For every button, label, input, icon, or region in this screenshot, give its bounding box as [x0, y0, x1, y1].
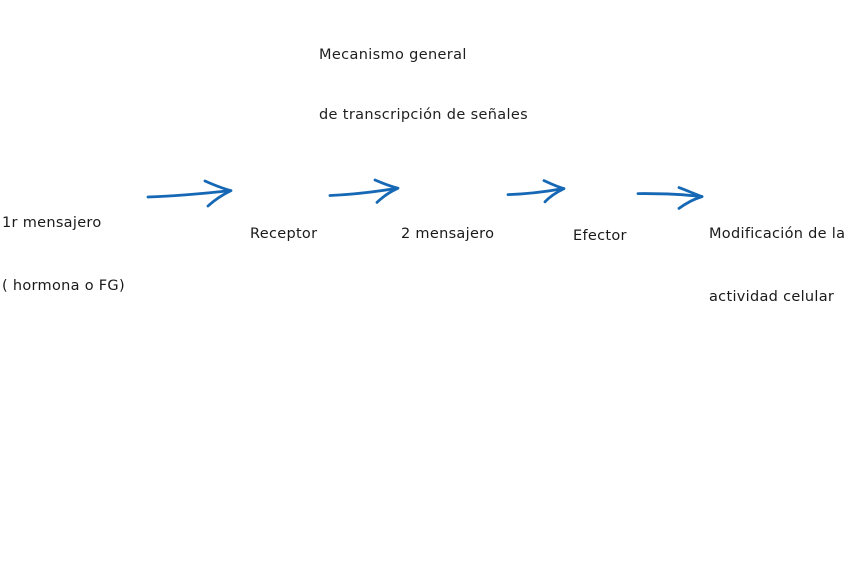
- flow-node-primer-mensajero-line-2: ( hormona o FG): [2, 278, 125, 294]
- arrow-3-segundo-mensajero-to-efector: [506, 179, 566, 204]
- flow-node-modificacion-line-1: Modificación de la: [709, 226, 846, 242]
- page-title-line-1: Mecanismo general: [319, 47, 467, 63]
- arrow-1-primer-mensajero-to-receptor: [146, 179, 233, 208]
- flow-node-modificacion: Modificación de la actividad celular: [709, 182, 845, 350]
- arrow-2-receptor-to-segundo-mensajero: [328, 178, 400, 204]
- arrow-4-efector-to-modificacion: [636, 186, 704, 210]
- flow-node-receptor: Receptor: [250, 182, 317, 287]
- flow-node-efector-line-1: Efector: [573, 228, 627, 244]
- flow-node-modificacion-line-2: actividad celular: [709, 289, 835, 305]
- flow-node-primer-mensajero: 1r mensajero ( hormona o FG): [2, 171, 125, 339]
- flow-node-receptor-line-1: Receptor: [250, 226, 318, 242]
- flow-node-efector: Efector: [573, 184, 627, 289]
- page-title: Mecanismo general de transcripción de se…: [319, 5, 528, 165]
- page-title-line-2: de transcripción de señales: [319, 107, 529, 123]
- flow-node-primer-mensajero-line-1: 1r mensajero: [2, 215, 102, 231]
- flow-node-segundo-mensajero-line-1: 2 mensajero: [401, 226, 495, 242]
- flow-node-segundo-mensajero: 2 mensajero: [401, 182, 494, 287]
